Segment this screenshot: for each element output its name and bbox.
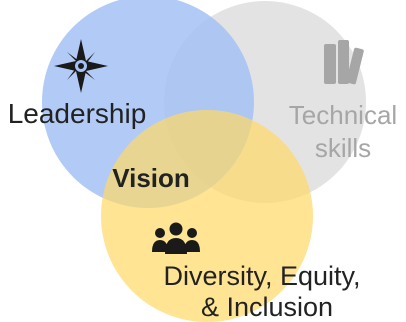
center-label-vision: Vision [112, 163, 190, 193]
compass-rose-icon [54, 39, 108, 93]
technical-label-line2: skills [315, 133, 371, 163]
books-icon [324, 40, 364, 85]
dei-circle [101, 110, 313, 322]
technical-label-line1: Technical [289, 100, 397, 130]
dei-label-line2: & Inclusion [201, 292, 333, 322]
group-people-icon [152, 222, 200, 254]
leadership-label: Leadership [8, 98, 147, 129]
dei-label-line1: Diversity, Equity, [163, 261, 360, 291]
